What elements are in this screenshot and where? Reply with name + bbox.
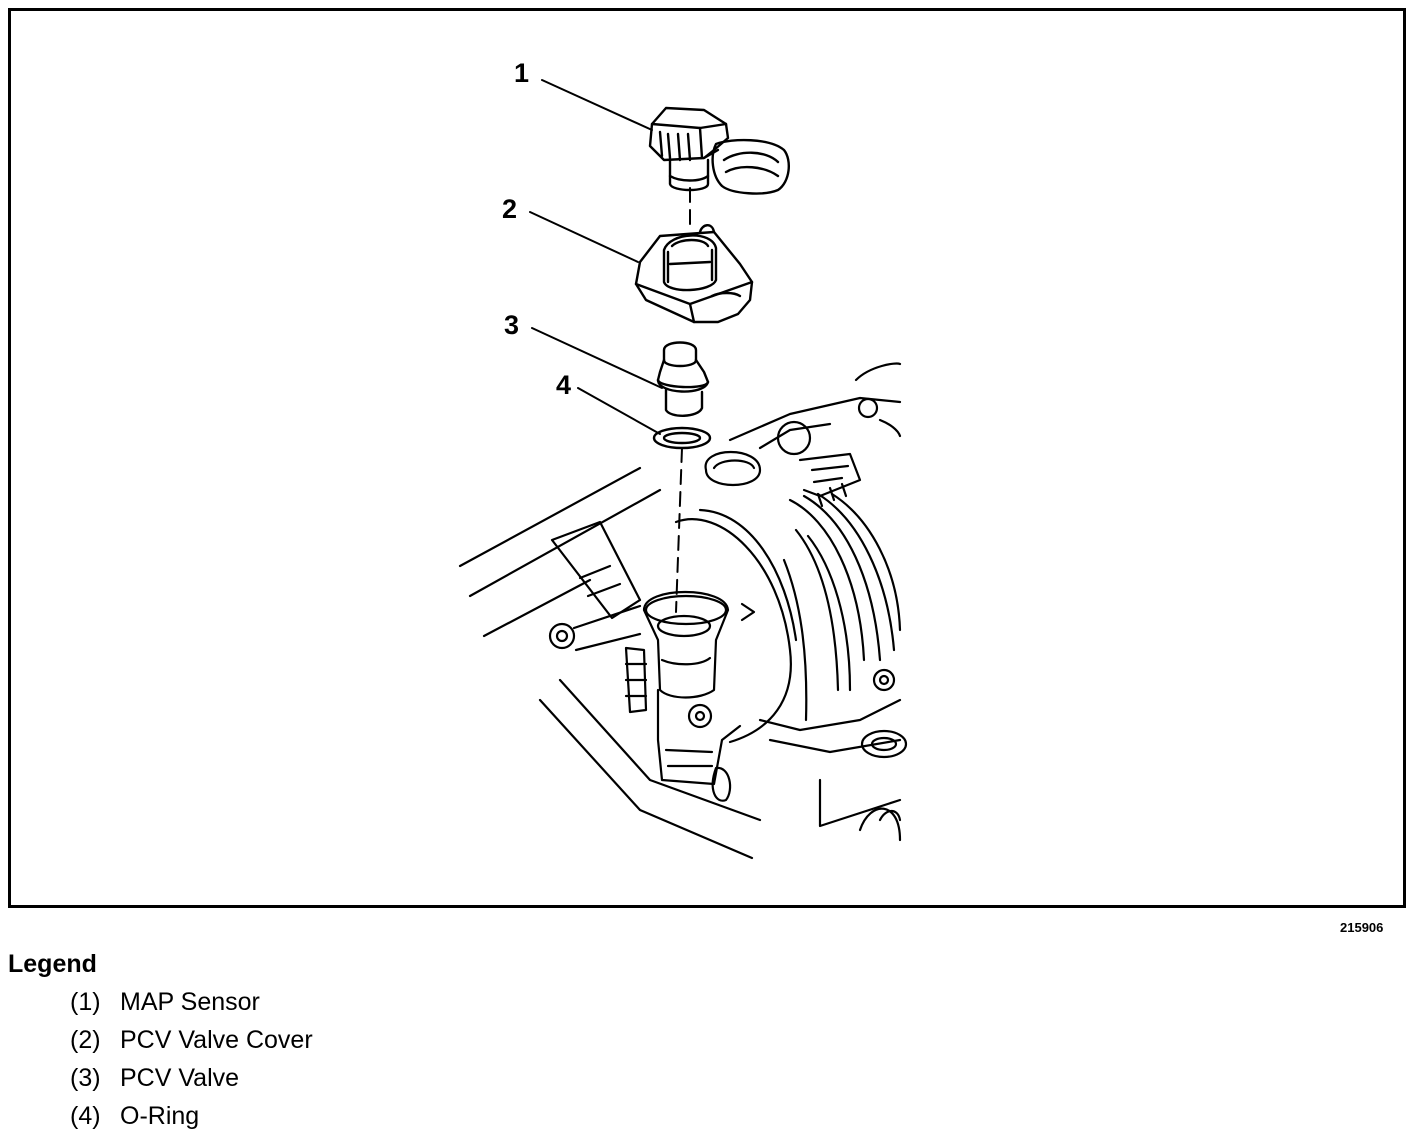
leader-line-1 [541,79,653,131]
legend-item: (1) MAP Sensor [70,983,313,1021]
pcv-valve-cover-part [634,224,754,324]
pcv-valve-part [656,341,710,417]
exploded-view-drawing [458,79,908,860]
callout-1: 1 [514,58,530,88]
callout-2: 2 [502,194,518,224]
legend-item-number: (4) [70,1101,101,1130]
map-sensor-part [648,106,790,195]
leader-lines [529,79,663,435]
legend-title: Legend [8,950,97,978]
engine-background [458,362,908,860]
legend-item-label: PCV Valve Cover [120,1025,313,1054]
legend-item-label: PCV Valve [120,1063,240,1092]
assembly-axis [675,187,691,613]
legend-item-number: (1) [70,987,101,1016]
leader-line-2 [529,211,639,263]
legend-item-number: (2) [70,1025,101,1054]
callout-4: 4 [556,370,572,400]
legend-item: (4) O-Ring [70,1097,313,1135]
legend: Legend (1) MAP Sensor (2) PCV Valve Cove… [8,950,313,1135]
leader-line-4 [577,387,661,435]
figure-id: 215906 [1340,920,1384,935]
legend-item: (2) PCV Valve Cover [70,1021,313,1059]
leader-line-3 [531,327,663,389]
legend-item: (3) PCV Valve [70,1059,313,1097]
figure-frame [8,8,1406,908]
callout-3: 3 [504,310,520,340]
legend-item-label: MAP Sensor [120,987,260,1016]
legend-item-number: (3) [70,1063,101,1092]
legend-item-label: O-Ring [120,1101,200,1130]
o-ring-part [652,426,712,450]
